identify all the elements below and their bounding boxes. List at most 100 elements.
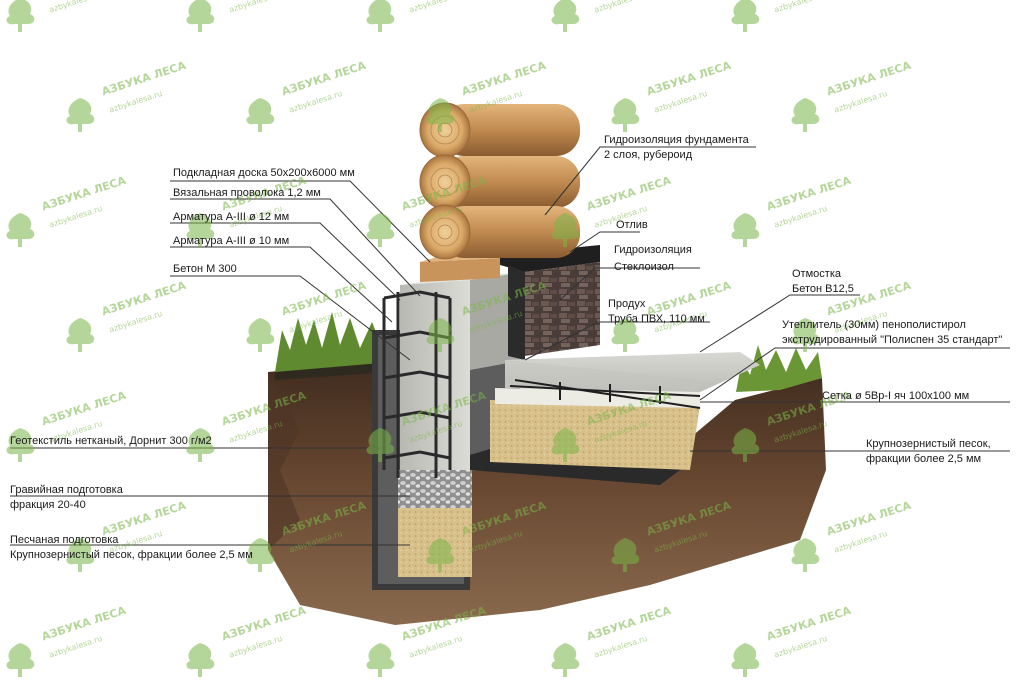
watermark-url: azbykalesa.ru: [408, 0, 464, 15]
tree-icon: [611, 538, 640, 572]
leader-sill-board: [170, 180, 431, 263]
tree-icon: [551, 428, 580, 462]
label-foundation-waterproofing-sub: 2 слоя, рубероид: [604, 149, 693, 161]
watermark-url: azbykalesa.ru: [228, 0, 284, 15]
leader-waterproofing: [559, 267, 700, 301]
label-rebar-10: Арматура А-III ø 10 мм: [173, 235, 290, 247]
label-drip: Отлив: [616, 219, 648, 231]
tree-icon: [551, 643, 580, 677]
tree-icon: [366, 213, 395, 247]
tree-icon: [246, 98, 275, 132]
label-vent: Продух: [608, 298, 646, 310]
leader-drip: [569, 231, 640, 253]
leader-rebar-12: [170, 222, 401, 301]
label-vent-sub: Труба ПВХ, 110 мм: [608, 313, 705, 325]
tree-icon: [611, 98, 640, 132]
label-tie-wire: Вязальная проволока 1,2 мм: [173, 187, 321, 199]
label-waterproofing-sub: Стеклоизол: [614, 261, 674, 273]
tree-icon: [731, 643, 760, 677]
label-sand-bed-sub: Крупнозернистый песок, фракции более 2,5…: [10, 549, 253, 561]
tree-icon: [66, 538, 95, 572]
tree-icon: [731, 0, 760, 32]
label-blind-area-sub: Бетон В12,5: [792, 283, 854, 295]
label-insulation: Утеплитель (30мм) пенополистирол: [782, 319, 966, 331]
label-gravel: Гравийная подготовка: [10, 484, 123, 496]
label-coarse-sand: Крупнозернистый песок,: [866, 438, 991, 450]
leader-foundation-waterproofing: [544, 146, 756, 216]
tree-icon: [186, 428, 215, 462]
leader-concrete: [170, 275, 411, 361]
label-geotextile: Геотекстиль нетканый, Дорнит 300 г/м2: [10, 435, 212, 447]
tree-icon: [611, 318, 640, 352]
tree-icon: [366, 0, 395, 32]
tree-icon: [6, 428, 35, 462]
leader-tie-wire: [170, 198, 421, 297]
tree-icon: [426, 538, 455, 572]
leader-blind-area: [699, 294, 860, 353]
tree-icon: [551, 213, 580, 247]
label-concrete: Бетон М 300: [173, 263, 237, 275]
tree-icon: [186, 643, 215, 677]
leader-insulation: [699, 347, 1010, 401]
label-coarse-sand-sub: фракции более 2,5 мм: [866, 453, 982, 465]
tree-icon: [186, 0, 215, 32]
tree-icon: [246, 318, 275, 352]
watermark-url: azbykalesa.ru: [773, 0, 829, 15]
label-insulation-sub: экструдированный "Полиспен 35 стандарт": [782, 334, 1003, 346]
tree-icon: [731, 428, 760, 462]
tree-icon: [731, 213, 760, 247]
watermark-url: azbykalesa.ru: [48, 0, 104, 15]
label-sand-bed: Песчаная подготовка: [10, 534, 119, 546]
tree-icon: [791, 98, 820, 132]
tree-icon: [426, 318, 455, 352]
tree-icon: [246, 538, 275, 572]
label-blind-area: Отмостка: [792, 268, 841, 280]
tree-icon: [551, 0, 580, 32]
tree-icon: [66, 318, 95, 352]
label-gravel-sub: фракция 20-40: [10, 499, 86, 511]
tree-icon: [426, 98, 455, 132]
label-foundation-waterproofing: Гидроизоляция фундамента: [604, 134, 749, 146]
leader-rebar-10: [170, 246, 393, 323]
tree-icon: [66, 98, 95, 132]
tree-icon: [6, 0, 35, 32]
tree-icon: [791, 318, 820, 352]
tree-icon: [6, 213, 35, 247]
watermark-url: azbykalesa.ru: [593, 0, 649, 15]
tree-icon: [791, 538, 820, 572]
label-sill-board: Подкладная доска 50х200х6000 мм: [173, 167, 355, 179]
label-waterproofing: Гидроизоляция: [614, 244, 692, 256]
